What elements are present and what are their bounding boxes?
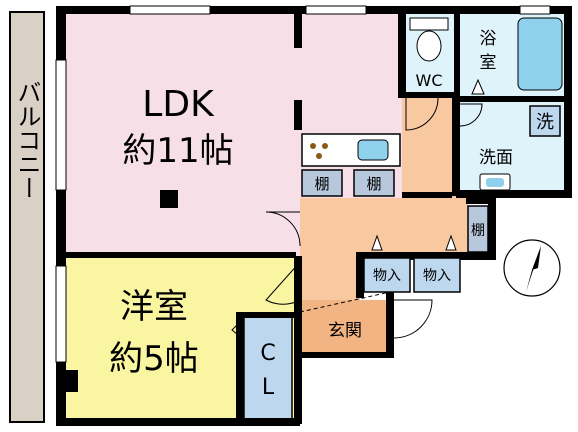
washer-icon [529, 105, 561, 137]
closet-room [243, 313, 293, 421]
ldk-label: LDK [142, 84, 215, 125]
shelf-3 [467, 205, 489, 253]
washroom-label: 洗面 [479, 148, 513, 168]
north-arrow-icon [503, 239, 561, 297]
shelf-1 [301, 169, 343, 197]
bath-label-1: 浴 [480, 29, 497, 49]
western-size-label: 約5帖 [109, 339, 199, 379]
toilet-bowl-icon [416, 30, 442, 62]
storage-2-label: 物入 [423, 268, 451, 284]
storage-2 [413, 257, 461, 293]
washbasin-bowl-icon [486, 178, 504, 187]
wall-corner [56, 370, 78, 392]
shelf-1-label: 棚 [314, 175, 329, 193]
ldk-size-label: 約11帖 [122, 131, 233, 171]
shelf-2 [353, 169, 395, 197]
entrance-step-line [299, 291, 391, 313]
windows [55, 5, 551, 363]
western-label: 洋室 [120, 287, 188, 327]
entrance-area [300, 300, 390, 356]
storage-door-mark [445, 234, 457, 251]
storage-1-label: 物入 [373, 268, 401, 284]
closet-label-l: L [262, 375, 275, 400]
kitchen-hall [402, 96, 458, 198]
entrance-label: 玄関 [328, 321, 362, 341]
shelf-2-label: 棚 [366, 175, 381, 193]
closet-label-c: C [260, 341, 275, 366]
sink-icon [357, 139, 389, 161]
wc-label: WC [416, 71, 443, 90]
storage-1 [363, 257, 411, 293]
bathtub-icon [517, 17, 563, 91]
shelf-3-label: 棚 [471, 223, 485, 239]
pillar-mark [160, 190, 178, 208]
stove-burner-icon [322, 143, 328, 149]
walls [56, 6, 572, 426]
toilet-tank-icon [409, 17, 449, 31]
balcony-label: バルコニー [13, 80, 41, 200]
bath-door-mark [471, 78, 485, 95]
stove-burner-icon [310, 143, 316, 149]
door-swings [231, 97, 483, 341]
balcony-area [9, 11, 45, 423]
stove-burner-icon [316, 153, 322, 159]
storage-door-mark [371, 234, 383, 251]
washer-label: 洗 [536, 112, 554, 133]
bath-label-2: 室 [480, 53, 497, 73]
